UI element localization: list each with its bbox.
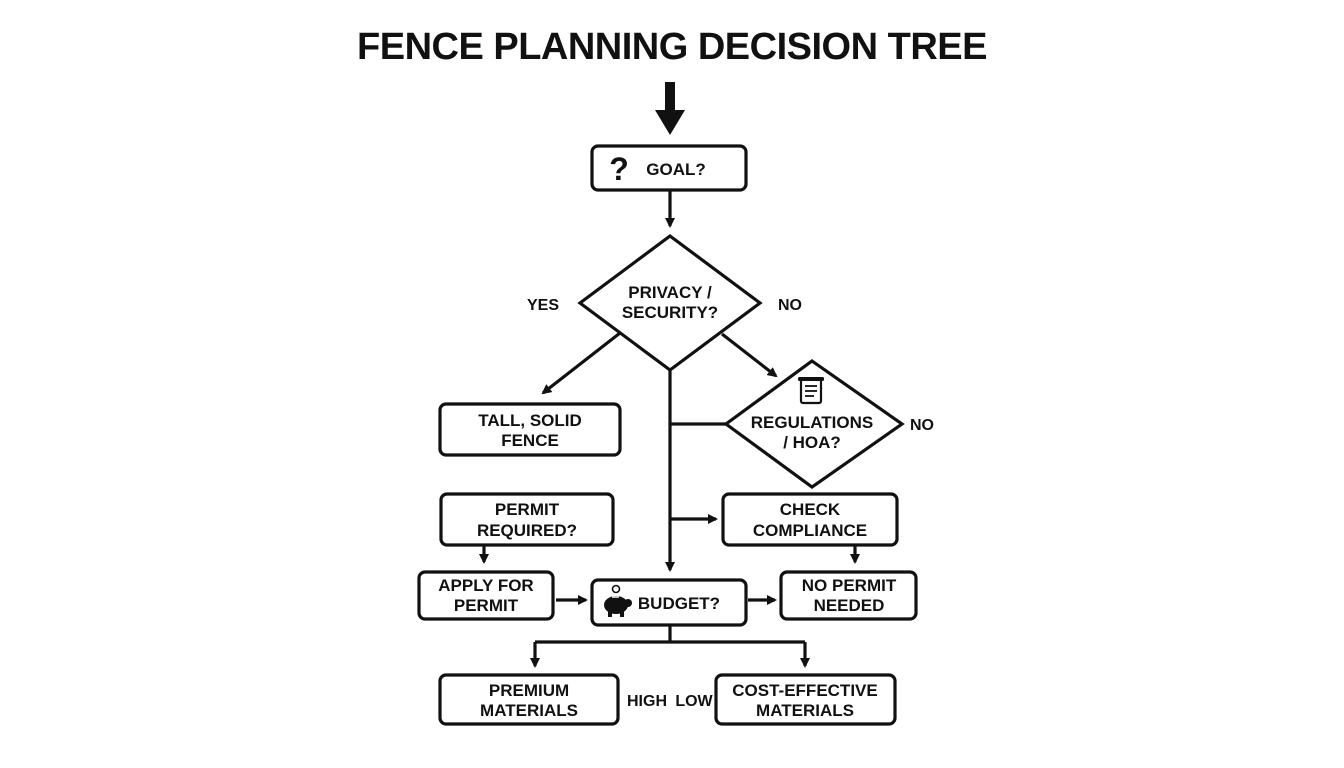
budget-label: BUDGET? xyxy=(638,594,720,613)
apply-permit-line2: PERMIT xyxy=(454,596,519,615)
privacy-line2: SECURITY? xyxy=(622,303,718,322)
privacy-security-decision: PRIVACY / SECURITY? xyxy=(577,234,763,372)
yes-label: YES xyxy=(527,297,559,314)
high-label: HIGH xyxy=(627,693,667,710)
start-arrow xyxy=(655,82,685,135)
regulations-hoa-decision: REGULATIONS / HOA? xyxy=(723,359,905,489)
check-compliance-line1: CHECK xyxy=(780,500,841,519)
piggy-bank-icon xyxy=(604,584,632,617)
permit-required-node: PERMIT REQUIRED? xyxy=(439,492,615,547)
check-compliance-line2: COMPLIANCE xyxy=(753,521,867,540)
no-label-privacy: NO xyxy=(778,297,802,314)
diagram-title: FENCE PLANNING DECISION TREE xyxy=(357,26,987,68)
apply-for-permit-node: APPLY FOR PERMIT xyxy=(417,570,555,621)
connector-privacy-yes xyxy=(541,331,621,395)
tall-fence-line1: TALL, SOLID xyxy=(478,411,582,430)
connector-privacy-no xyxy=(721,332,778,378)
cost-effective-line2: MATERIALS xyxy=(756,701,854,720)
privacy-line1: PRIVACY / xyxy=(628,283,712,302)
regulations-line2: / HOA? xyxy=(783,433,841,452)
permit-required-line1: PERMIT xyxy=(495,500,560,519)
connectors xyxy=(479,190,860,668)
premium-materials-node: PREMIUM MATERIALS xyxy=(438,673,620,726)
cost-effective-line1: COST-EFFECTIVE xyxy=(732,681,877,700)
cost-effective-materials-node: COST-EFFECTIVE MATERIALS xyxy=(714,673,897,726)
no-permit-line2: NEEDED xyxy=(814,596,885,615)
goal-label: GOAL? xyxy=(646,160,706,179)
premium-line2: MATERIALS xyxy=(480,701,578,720)
goal-node: ? GOAL? xyxy=(590,144,748,192)
tall-solid-fence-node: TALL, SOLID FENCE xyxy=(438,402,622,457)
low-label: LOW xyxy=(675,693,713,710)
apply-permit-line1: APPLY FOR xyxy=(438,576,533,595)
no-label-regulations: NO xyxy=(910,417,934,434)
no-permit-line1: NO PERMIT xyxy=(802,576,897,595)
permit-required-line2: REQUIRED? xyxy=(477,521,577,540)
check-compliance-node: CHECK COMPLIANCE xyxy=(721,492,899,547)
tall-fence-line2: FENCE xyxy=(501,431,559,450)
regulations-line1: REGULATIONS xyxy=(751,413,873,432)
budget-node: BUDGET? xyxy=(590,578,748,627)
document-icon xyxy=(798,377,824,405)
no-permit-needed-node: NO PERMIT NEEDED xyxy=(779,570,918,621)
premium-line1: PREMIUM xyxy=(489,681,569,700)
question-icon: ? xyxy=(609,151,629,187)
